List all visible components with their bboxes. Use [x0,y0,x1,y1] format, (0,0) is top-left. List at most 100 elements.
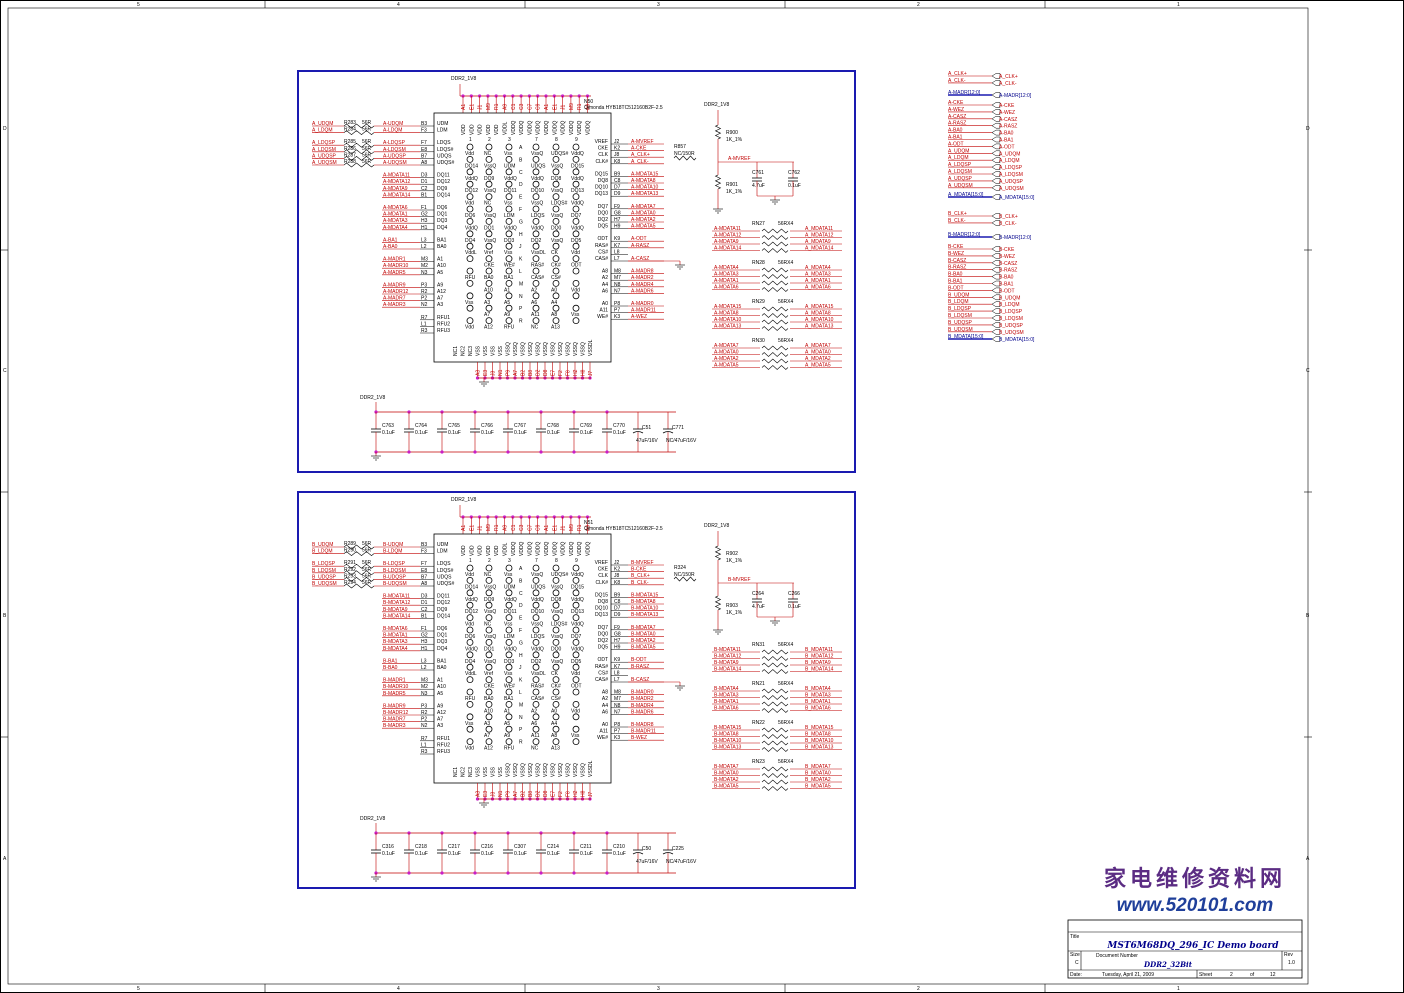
bga-ball-label: VssQ [551,163,563,169]
rn-net-right: B_MDATA4 [805,686,831,692]
bga-ball-label: VssQ [551,238,563,244]
bga-ball-label: RFU [465,696,476,702]
bga-ball [485,626,493,634]
offpage-connector-arrow [991,80,1001,86]
chip-top-pin-name: VDDQ [552,120,558,135]
doc-number-value: DDR2_32Bit [1143,960,1193,969]
bga-ball-label: A3 [484,300,490,306]
bga-ball-label: UDQS# [551,572,568,578]
offpage-connector-arrow [991,136,1001,143]
bga-row-letter: M [519,281,523,287]
offpage-net-left: B_CLK- [948,218,966,224]
chip-left-pin-name: A10 [437,684,446,690]
offpage-connector-arrow [991,171,1001,177]
resistor-symbol [761,313,789,318]
chip-bottom-pin-name: VSSQ [551,342,557,356]
chip-right-pin-name: RAS# [595,243,608,249]
chip-bottom-pin-name: VSSQ [528,342,534,356]
resistor-symbol [761,773,789,778]
chip-top-pin-number: A1 [461,104,467,110]
rn-net-right: A_MDATA6 [805,285,831,291]
net-label-right: B-CASZ [631,677,649,683]
chip-right-pin-name: VREF [595,139,608,145]
bga-ball [505,230,513,238]
ddr-block-b: DDR2_1V8A1VDDE1VDDJ1VDDM9VDDR1VDDA9VDDLC… [312,497,842,882]
offpage-net-right: B_MDATA[15:0] [999,337,1035,343]
bga-ball-label: VddQ [465,225,478,231]
bga-ball [505,217,513,225]
rn-net-right: A_MDATA13 [805,324,834,330]
date-value: Tuesday, April 21, 2009 [1102,972,1154,978]
resistor-symbol [761,669,789,674]
rn-net-right: A_MDATA3 [805,272,831,278]
frame-number-bottom: 3 [657,986,660,992]
bga-ball-label: A12 [484,746,493,752]
resistor-network-refdes: RN23 [752,759,765,765]
bga-ball-label: A4 [551,721,557,727]
net-label-left-inner: B-UDQSM [383,581,407,587]
resistor-symbol [761,326,789,331]
net-label-right: A-MADR11 [631,308,656,314]
net-label-left-outer: A_UDQM [312,121,333,127]
chip-bottom-pin-name: VSSQ [581,342,587,356]
net-label-left-data: B-MADR10 [383,684,409,690]
bga-row-letter: J [519,244,522,250]
bga-ball [505,614,513,621]
bga-ball-label: A1 [504,287,510,293]
vref-res-bot-value: 1K_1% [726,610,743,616]
bga-row-letter: D [519,182,523,188]
bga-ball [552,738,560,745]
chip-right-pin-number: L7 [614,677,620,683]
bga-ball [552,292,560,300]
bga-row-letter: R [519,740,523,746]
chip-bottom-pin-number: A7 [513,370,519,376]
bga-ball-label: DQ7 [571,634,582,640]
chip-right-pin-name: WE# [597,314,608,320]
bga-ball [466,663,474,671]
bga-ball-label: A7 [484,312,490,318]
chip-right-pin-name: A0 [602,722,608,728]
bga-ball [485,205,493,213]
bga-ball-label: NC [484,572,492,578]
resistor-symbol [761,365,789,370]
bga-ball [485,217,493,225]
chip-bottom-pin-number: E7 [551,370,557,376]
bga-ball [485,564,493,572]
rn-net-right: B_MDATA15 [805,725,834,731]
bga-ball [572,193,580,201]
frame-number-top: 4 [397,2,400,8]
junction-dot [473,450,477,454]
chip-bottom-pin-name: VSSQ [521,342,527,356]
bga-ball [572,564,580,572]
chip-left-pin-name: UDQS [437,574,452,580]
chip-bottom-pin-number: A3 [476,370,482,376]
net-label-right: B-MDATA10 [631,606,659,612]
bga-ball-label: VssQ [531,622,543,628]
chip-top-pin-number: J1 [478,526,484,532]
chip-right-pin-name: ODT [597,657,608,663]
net-label-right: B-MADR0 [631,690,654,696]
rn-net-left: B-MDATA5 [714,784,739,790]
chip-left-pin-name: UDQS# [437,581,454,587]
net-label-left-outer: A_LDQSP [312,140,336,146]
bga-row-letter: N [519,294,523,300]
net-label-left-data: B-MADR1 [383,678,406,684]
bga-ball-label: VssQ [484,163,496,169]
net-label-left-data: B-MDATA3 [383,639,408,645]
offpage-net-left: A_LDQSP [948,162,972,168]
bga-col-number: 7 [535,558,538,564]
bga-ball-label: VssDL [531,250,546,256]
resistor-symbol [761,228,789,234]
bga-ball [552,614,560,621]
bga-ball [485,639,493,646]
bga-ball-label: Vdd [465,151,474,157]
rn-net-right: A_MDATA2 [805,356,831,362]
chip-left-pin-name: BA0 [437,244,447,250]
chip-left-pin-number: F3 [421,549,427,555]
series-resistor-refdes: R284 [344,127,356,133]
bga-ball [532,279,540,287]
rn-net-left: B-MDATA14 [714,667,742,673]
offpage-net-left: B-WEZ [948,251,964,257]
bulk-cap-plate [632,852,644,855]
